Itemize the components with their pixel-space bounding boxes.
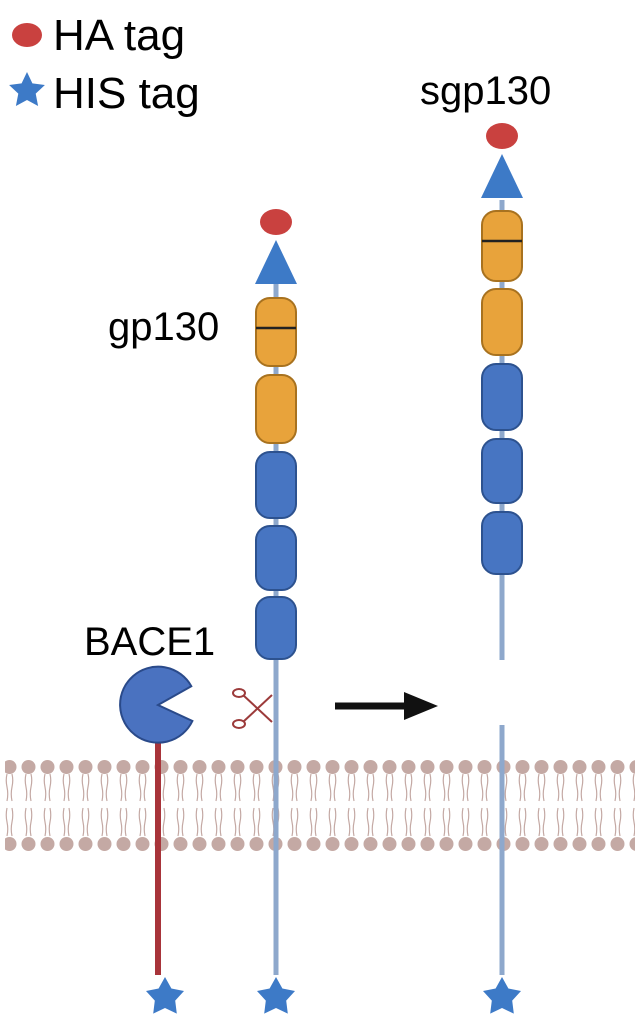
bace1-pacman-icon	[119, 665, 194, 744]
cell-membrane	[5, 755, 635, 865]
sgp130-triangle-domain	[481, 154, 523, 198]
bace1-label: BACE1	[84, 620, 215, 664]
gp130-protein: gp130	[108, 209, 297, 1014]
sgp130-fn-domain-2	[481, 288, 523, 356]
gp130-ig-domain-1	[255, 451, 297, 519]
ha-dot-icon	[12, 23, 42, 47]
ha-tag-gp130	[260, 209, 292, 235]
gp130-label: gp130	[108, 305, 219, 349]
gp130-ig-domain-2	[255, 525, 297, 591]
legend-his-label: HIS tag	[53, 69, 200, 118]
his-star-icon	[9, 72, 45, 106]
legend-ha-label: HA tag	[53, 11, 185, 60]
gp130-fn-domain-1	[255, 297, 297, 367]
his-tag-star-gp130	[257, 977, 295, 1014]
bace1-protein: BACE1	[84, 620, 215, 1014]
sgp130-label: sgp130	[420, 69, 551, 113]
ha-tag-sgp130	[486, 123, 518, 149]
gp130-fn-domain-2	[255, 374, 297, 444]
his-tag-star-stub	[483, 977, 521, 1014]
gp130-triangle-domain	[255, 240, 297, 284]
sgp130-ig-domain-3	[481, 511, 523, 575]
cleavage-arrow	[335, 692, 438, 720]
sgp130-protein: sgp130	[420, 69, 551, 660]
membrane-stub	[483, 725, 521, 1014]
legend: HA tag HIS tag	[9, 11, 200, 118]
sgp130-ig-domain-1	[481, 363, 523, 431]
gp130-ig-domain-3	[255, 596, 297, 660]
sgp130-ig-domain-2	[481, 438, 523, 504]
scissors-icon	[232, 688, 273, 729]
his-tag-star-bace1	[146, 977, 184, 1014]
sgp130-fn-domain-1	[481, 210, 523, 282]
